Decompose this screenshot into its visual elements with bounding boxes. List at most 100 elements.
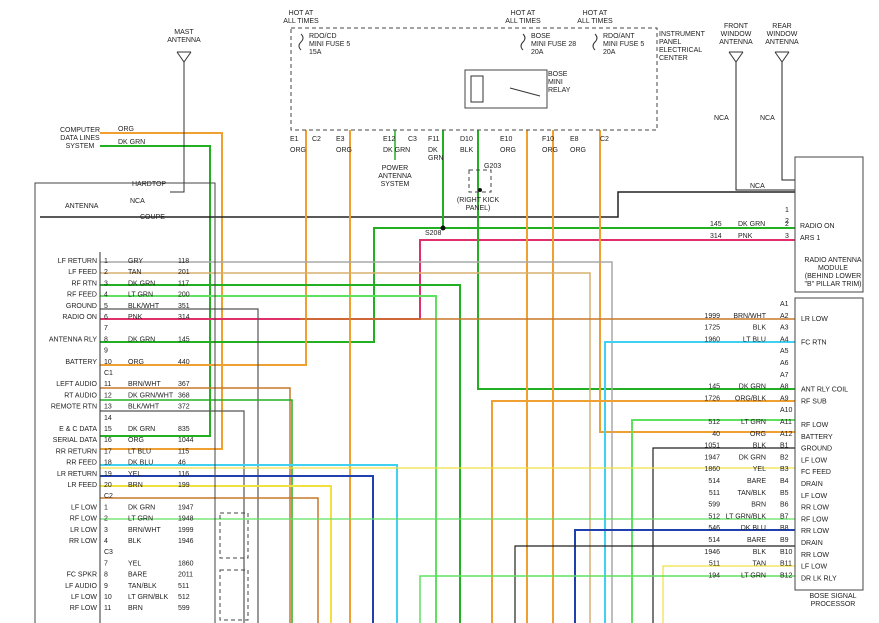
right-row-circuit: 512: [708, 419, 720, 426]
wire-serial-data-org: [100, 132, 223, 450]
left-row-color: DK BLU: [128, 460, 153, 467]
wire-ground-blkwht: [100, 308, 259, 623]
ipec-pin-label: E12: [383, 136, 396, 143]
left-row-pin: 8: [104, 572, 108, 579]
left-row-pin: 9: [104, 583, 108, 590]
right-row-color: BARE: [747, 478, 766, 485]
ram-color-label: PNK: [738, 233, 753, 240]
right-row-label: RR LOW: [801, 528, 829, 535]
ram-function-label: ARS 1: [800, 235, 820, 242]
wire-battery-org: [100, 130, 307, 366]
wire-rf-feed-ltgrn: [100, 295, 437, 623]
right-row-pin: A8: [780, 384, 789, 391]
left-row-pin: C3: [104, 549, 113, 556]
g203-dot: [478, 188, 482, 192]
rear-antenna-icon-symbol: [774, 51, 790, 63]
ipec-wire-label: ORG: [336, 147, 352, 154]
left-row-circuit: 1948: [178, 516, 194, 523]
right-row-label: RR LOW: [801, 505, 829, 512]
left-row-color: TAN/BLK: [128, 583, 157, 590]
right-row-pin: A12: [780, 431, 793, 438]
right-row-circuit: 1947: [704, 454, 720, 461]
right-row-color: DK GRN: [739, 454, 766, 461]
right-row-color: BRN: [751, 502, 766, 509]
right-row-color: LT BLU: [743, 336, 766, 343]
left-row-pin: 2: [104, 516, 108, 523]
right-row-pin: B5: [780, 490, 789, 497]
left-row-circuit: 512: [178, 594, 190, 601]
right-row-pin: B6: [780, 502, 789, 509]
left-row-label: RR FEED: [66, 460, 97, 467]
coupe-label: COUPE: [140, 214, 165, 221]
left-row-circuit: 201: [178, 269, 190, 276]
left-row-label: FC SPKR: [67, 572, 97, 579]
left-row-circuit: 511: [178, 583, 189, 590]
right-row-color: TAN/BLK: [737, 490, 766, 497]
ipec-wire-label: DK GRN: [383, 147, 410, 154]
right-row-circuit: 1999: [704, 313, 720, 320]
left-row-color: BRN: [128, 482, 143, 489]
left-row-circuit: 351: [178, 303, 190, 310]
right-row-pin: A3: [780, 325, 789, 332]
right-row-label: LF LOW: [801, 564, 827, 571]
right-row-pin: A9: [780, 395, 789, 402]
left-row-pin: 2: [104, 269, 108, 276]
left-row-label: RF LOW: [70, 516, 98, 523]
left-row-label: LF FEED: [68, 269, 97, 276]
nca-label-ram: NCA: [750, 183, 765, 190]
left-row-label: RR LOW: [69, 538, 97, 545]
left-row-color: BLK/WHT: [128, 404, 160, 411]
left-row-color: BARE: [128, 572, 147, 579]
right-row-pin: B1: [780, 443, 789, 450]
ipec-pin-label: D10: [460, 136, 473, 143]
left-row-pin: 3: [104, 527, 108, 534]
left-row-pin: 16: [104, 437, 112, 444]
left-row-color: ORG: [128, 359, 144, 366]
wire-lf-feed-tan: [100, 272, 591, 623]
c2-twisted-pair-box: [219, 512, 249, 559]
left-row-label: LR RETURN: [57, 471, 97, 478]
wire-rf-sub-org: [491, 400, 795, 623]
wire-antenna-coax: [40, 191, 795, 218]
right-row-color: BLK: [753, 325, 767, 332]
left-row-label: RF RTN: [71, 280, 97, 287]
left-row-color: TAN: [128, 269, 141, 276]
right-row-pin: B10: [780, 549, 793, 556]
bose-signal-processor-box: [794, 297, 864, 591]
ipec-wire-label: ORG: [290, 147, 306, 154]
antenna-label: ANTENNA: [65, 203, 99, 210]
ram-pin-label: 3: [785, 233, 789, 240]
right-row-pin: B4: [780, 478, 789, 485]
left-row-label: GROUND: [66, 303, 97, 310]
left-row-circuit: 835: [178, 426, 190, 433]
computer-wire-org-label: ORG: [118, 126, 134, 133]
ipec-pin-label: E8: [570, 136, 579, 143]
right-row-circuit: 1946: [704, 549, 720, 556]
s208-splice-dot: [440, 225, 446, 231]
ram-pin-label: 1: [785, 207, 789, 214]
right-row-label: GROUND: [801, 446, 832, 453]
left-row-color: DK GRN: [128, 504, 155, 511]
nca-label-rear: NCA: [760, 115, 775, 122]
right-row-pin: B2: [780, 454, 789, 461]
left-row-pin: 4: [104, 292, 108, 299]
right-row-circuit: 511: [709, 490, 720, 497]
left-row-circuit: 1947: [178, 504, 194, 511]
wire-rf-low-ltgrn: [631, 419, 795, 623]
ipec-pin-label: E1: [290, 136, 299, 143]
right-row-pin: A2: [780, 313, 789, 320]
right-row-color: DK BLU: [741, 525, 766, 532]
radio-antenna-module-box: [794, 156, 864, 293]
ram-circuit-label: 314: [710, 233, 722, 240]
right-row-circuit: 194: [708, 572, 720, 579]
component-layer: [34, 27, 864, 623]
left-row-pin: 10: [104, 594, 112, 601]
left-row-color: LT GRN/BLK: [128, 594, 169, 601]
